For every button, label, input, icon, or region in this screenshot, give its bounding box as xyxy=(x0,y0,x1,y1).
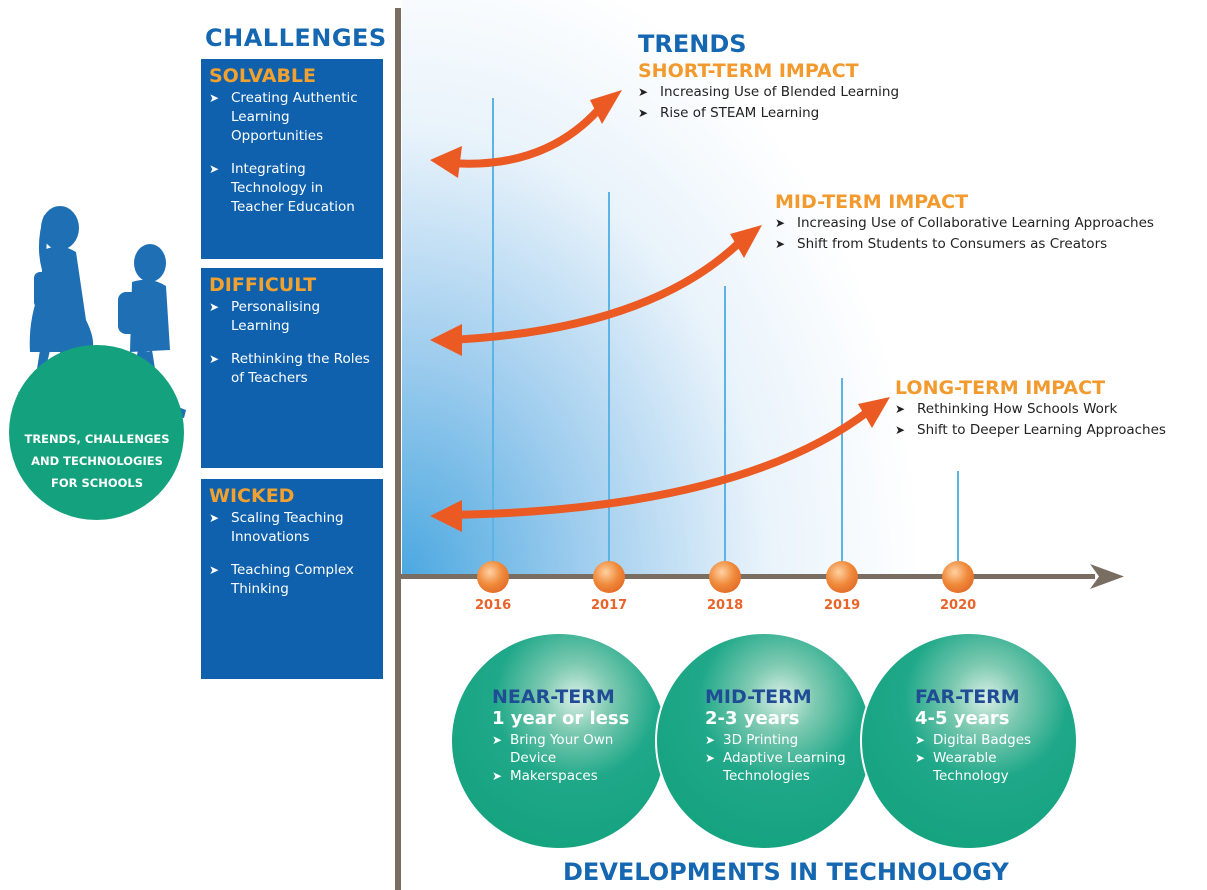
trend-heading-long: LONG-TERM IMPACT xyxy=(895,377,1106,399)
list-item: ➤Shift from Students to Consumers as Cre… xyxy=(775,234,1205,255)
badge-line-2: AND TECHNOLOGIES xyxy=(31,454,163,468)
year-label-2020: 2020 xyxy=(940,598,977,613)
bullet-arrow-icon: ➤ xyxy=(209,563,220,577)
development-heading-mid: MID-TERM xyxy=(705,686,812,708)
bullet-arrow-icon: ➤ xyxy=(895,402,906,416)
year-line-2018 xyxy=(724,286,726,576)
development-heading-far: FAR-TERM xyxy=(915,686,1020,708)
year-line-2020 xyxy=(957,471,959,576)
bullet-arrow-icon: ➤ xyxy=(705,751,716,765)
bullet-arrow-icon: ➤ xyxy=(209,91,220,105)
year-label-2019: 2019 xyxy=(824,598,861,613)
badge-text: TRENDS, CHALLENGES AND TECHNOLOGIES FOR … xyxy=(14,428,180,494)
list-item: ➤Personalising Learning xyxy=(209,299,321,334)
challenge-heading-difficult: DIFFICULT xyxy=(209,274,317,296)
trend-heading-mid: MID-TERM IMPACT xyxy=(775,191,969,213)
list-item: ➤3D Printing xyxy=(705,732,799,748)
year-marker-2020 xyxy=(942,561,974,593)
trends-title: TRENDS xyxy=(638,30,747,58)
list-item: ➤Makerspaces xyxy=(492,768,598,784)
bullet-arrow-icon: ➤ xyxy=(492,733,503,747)
development-circle-near xyxy=(450,632,668,850)
year-label-2016: 2016 xyxy=(475,598,512,613)
development-heading-near: NEAR-TERM xyxy=(492,686,615,708)
list-item: ➤Rethinking the Roles of Teachers xyxy=(209,351,370,386)
list-item: ➤Rise of STEAM Learning xyxy=(638,103,978,124)
bullet-arrow-icon: ➤ xyxy=(915,733,926,747)
development-circle-mid xyxy=(655,632,873,850)
bullet-arrow-icon: ➤ xyxy=(775,237,786,251)
badge-circle xyxy=(9,345,184,520)
list-item: ➤Increasing Use of Blended Learning xyxy=(638,82,978,103)
trend-short-term: SHORT-TERM IMPACT ➤Increasing Use of Ble… xyxy=(638,60,978,124)
short-term-arrowhead-right xyxy=(590,90,622,124)
mid-term-arrowhead-right xyxy=(730,225,762,258)
list-item: ➤Rethinking How Schools Work xyxy=(895,399,1205,420)
development-mid-text: MID-TERM 2-3 years ➤3D Printing ➤Adaptiv… xyxy=(705,686,855,785)
bullet-arrow-icon: ➤ xyxy=(209,300,220,314)
bullet-arrow-icon: ➤ xyxy=(638,85,649,99)
trend-heading-short: SHORT-TERM IMPACT xyxy=(638,60,859,82)
list-item: ➤Creating Authentic Learning Opportuniti… xyxy=(209,90,358,144)
development-sub-near: 1 year or less xyxy=(492,708,630,729)
list-item: ➤Shift to Deeper Learning Approaches xyxy=(895,420,1205,441)
bullet-arrow-icon: ➤ xyxy=(209,162,220,176)
list-item: ➤Teaching Complex Thinking xyxy=(209,562,354,597)
list-item: ➤Bring Your Own Device xyxy=(492,732,614,766)
list-item: ➤Integrating Technology in Teacher Educa… xyxy=(209,161,355,215)
bullet-arrow-icon: ➤ xyxy=(492,769,503,783)
badge-line-3: FOR SCHOOLS xyxy=(51,476,143,490)
gradient-panel xyxy=(402,0,1202,577)
long-term-arrowhead-left xyxy=(430,500,462,532)
short-term-arrowhead-left xyxy=(430,146,462,178)
challenge-heading-solvable: SOLVABLE xyxy=(209,65,317,87)
bullet-arrow-icon: ➤ xyxy=(895,423,906,437)
bullet-arrow-icon: ➤ xyxy=(915,751,926,765)
vertical-axis xyxy=(395,8,401,890)
year-line-2019 xyxy=(841,378,843,576)
year-marker-2018 xyxy=(709,561,741,593)
challenge-box-solvable: SOLVABLE ➤Creating Authentic Learning Op… xyxy=(201,59,383,259)
challenge-box-difficult: DIFFICULT ➤Personalising Learning ➤Rethi… xyxy=(201,268,383,468)
challenges-title: CHALLENGES xyxy=(205,24,387,52)
badge-line-1: TRENDS, CHALLENGES xyxy=(24,432,170,446)
development-circle-far xyxy=(860,632,1078,850)
year-label-2017: 2017 xyxy=(591,598,628,613)
list-item: ➤Digital Badges xyxy=(915,732,1032,748)
list-item: ➤Increasing Use of Collaborative Learnin… xyxy=(775,213,1205,234)
timeline-axis xyxy=(398,564,1124,589)
long-term-arrowhead-right xyxy=(858,397,890,428)
list-item: ➤Wearable Technology xyxy=(915,750,1009,784)
bullet-arrow-icon: ➤ xyxy=(209,352,220,366)
bullet-arrow-icon: ➤ xyxy=(209,511,220,525)
challenge-box-wicked: WICKED ➤Scaling Teaching Innovations ➤Te… xyxy=(201,479,383,679)
short-term-arrow xyxy=(446,104,604,168)
bullet-arrow-icon: ➤ xyxy=(775,216,786,230)
mid-term-arrowhead-left xyxy=(430,324,462,356)
year-marker-2019 xyxy=(826,561,858,593)
list-item: ➤Adaptive Learning Technologies xyxy=(705,750,846,784)
bullet-arrow-icon: ➤ xyxy=(638,106,649,120)
year-marker-2017 xyxy=(593,561,625,593)
development-sub-far: 4-5 years xyxy=(915,708,1010,729)
mid-term-arrow xyxy=(446,236,746,344)
year-marker-2016 xyxy=(477,561,509,593)
development-sub-mid: 2-3 years xyxy=(705,708,800,729)
long-term-arrow xyxy=(446,406,874,519)
year-label-2018: 2018 xyxy=(707,598,744,613)
development-near-text: NEAR-TERM 1 year or less ➤Bring Your Own… xyxy=(492,686,652,785)
development-far-text: FAR-TERM 4-5 years ➤Digital Badges ➤Wear… xyxy=(915,686,1065,785)
challenge-heading-wicked: WICKED xyxy=(209,485,295,507)
developments-title: DEVELOPMENTS IN TECHNOLOGY xyxy=(563,858,1009,886)
trend-long-term: LONG-TERM IMPACT ➤Rethinking How Schools… xyxy=(895,377,1205,441)
bullet-arrow-icon: ➤ xyxy=(705,733,716,747)
trend-mid-term: MID-TERM IMPACT ➤Increasing Use of Colla… xyxy=(775,191,1205,255)
list-item: ➤Scaling Teaching Innovations xyxy=(209,510,344,545)
year-line-2017 xyxy=(608,192,610,576)
